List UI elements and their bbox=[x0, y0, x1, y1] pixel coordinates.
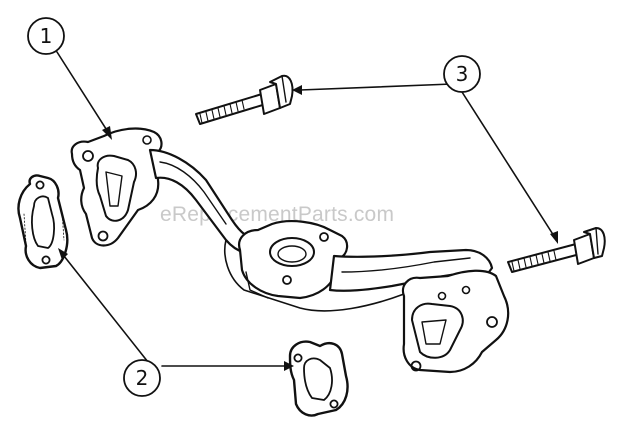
leader-lines bbox=[56, 51, 558, 371]
gasket-left bbox=[17, 174, 69, 270]
callout-1-label: 1 bbox=[40, 24, 53, 48]
callout-1: 1 bbox=[27, 17, 65, 55]
arrowhead-2b bbox=[284, 361, 294, 371]
bolt-right bbox=[507, 227, 606, 273]
arrowhead-3a bbox=[292, 85, 302, 95]
arrowhead-1 bbox=[102, 126, 112, 140]
callout-2-label: 2 bbox=[136, 366, 149, 390]
arrowhead-3b bbox=[550, 231, 558, 244]
bolt-upper bbox=[195, 74, 294, 125]
gasket-bottom bbox=[288, 340, 349, 417]
manifold-part bbox=[70, 127, 510, 374]
arrowhead-2a bbox=[58, 248, 68, 260]
callout-2: 2 bbox=[123, 359, 161, 397]
callout-3-label: 3 bbox=[456, 62, 469, 86]
callout-3: 3 bbox=[443, 55, 481, 93]
